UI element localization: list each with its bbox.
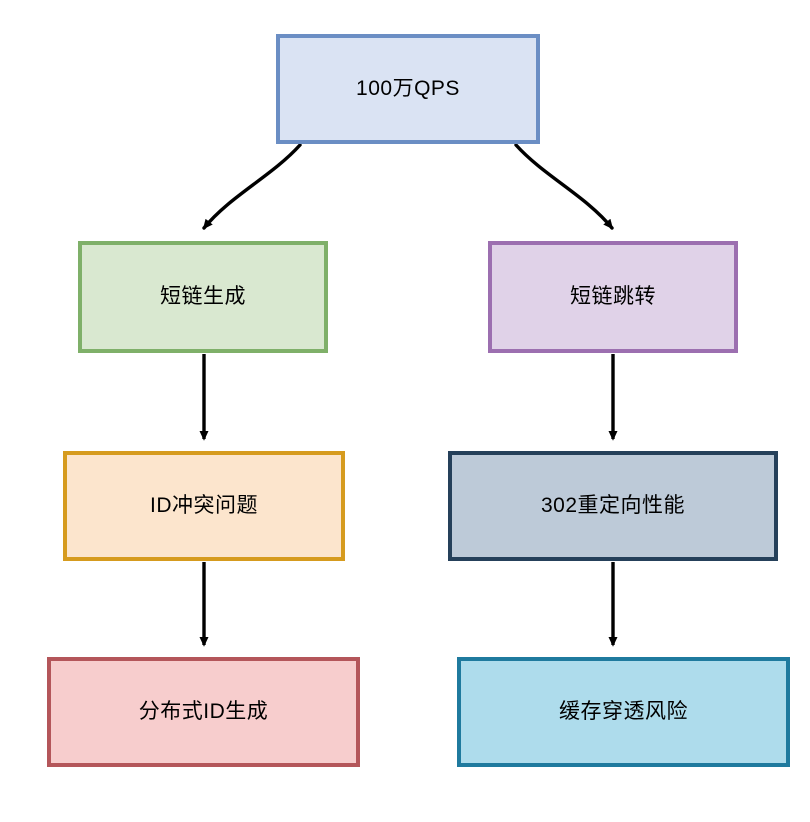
node-label: 短链生成 [160, 285, 246, 309]
node-label: 短链跳转 [570, 285, 656, 309]
node-302-redirect-performance[interactable]: 302重定向性能 [448, 451, 778, 561]
node-label: 302重定向性能 [540, 494, 686, 518]
node-label: ID冲突问题 [150, 494, 258, 518]
node-short-link-redirect[interactable]: 短链跳转 [488, 241, 738, 353]
node-distributed-id-generation[interactable]: 分布式ID生成 [47, 657, 360, 767]
edge-root-to-redirect [514, 143, 614, 230]
node-cache-penetration-risk[interactable]: 缓存穿透风险 [457, 657, 790, 767]
node-label: 100万QPS [356, 77, 460, 101]
node-label: 缓存穿透风险 [559, 700, 688, 724]
node-qps-root[interactable]: 100万QPS [276, 34, 540, 144]
edge-root-to-gen [202, 143, 302, 230]
node-short-link-generation[interactable]: 短链生成 [78, 241, 328, 353]
node-label: 分布式ID生成 [138, 700, 269, 724]
node-id-conflict-problem[interactable]: ID冲突问题 [63, 451, 345, 561]
